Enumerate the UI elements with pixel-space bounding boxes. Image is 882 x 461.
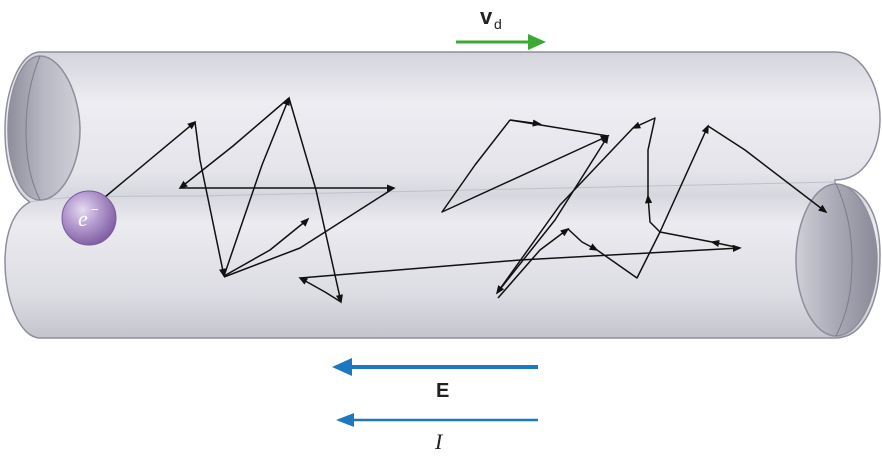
- path-segment: [223, 187, 395, 278]
- tube-body: [4, 51, 881, 339]
- path-segment: [223, 217, 310, 277]
- path-segment: [707, 125, 828, 214]
- electric-field-indicator: E: [332, 358, 538, 402]
- path-segment: [495, 127, 634, 295]
- path-segment: [644, 194, 661, 233]
- current-label: I: [434, 429, 444, 454]
- drift-arrowhead-icon: [528, 34, 546, 50]
- electric-field-label: E: [436, 380, 449, 402]
- current-arrowhead-icon: [336, 413, 354, 427]
- electron-charge-label: −: [91, 202, 99, 217]
- electron-sphere-icon: [61, 190, 117, 246]
- electron-label: e: [78, 206, 88, 231]
- path-segment: [178, 97, 290, 190]
- path-segment: [288, 97, 343, 304]
- tube-right-opening: [795, 183, 878, 337]
- path-segment: [596, 124, 709, 279]
- path-segment: [194, 121, 227, 278]
- path-segment: [223, 96, 290, 277]
- path-segment: [441, 119, 610, 213]
- drift-velocity-subscript: d: [494, 16, 502, 32]
- electron-random-path: [104, 96, 828, 304]
- path-segment: [298, 277, 342, 303]
- drift-velocity-indicator: v d: [456, 4, 546, 50]
- path-segment: [659, 231, 713, 243]
- electron: e −: [61, 190, 117, 246]
- path-segment: [496, 134, 609, 294]
- path-segment: [710, 239, 741, 249]
- path-segment: [509, 119, 542, 127]
- current-indicator: I: [336, 413, 538, 454]
- drift-velocity-label: v: [480, 4, 493, 29]
- wire-tube: [4, 51, 881, 339]
- path-segment: [567, 228, 599, 251]
- path-segment: [631, 117, 656, 196]
- path-segment: [497, 227, 570, 299]
- field-arrowhead-icon: [332, 358, 352, 376]
- path-segment: [104, 120, 197, 198]
